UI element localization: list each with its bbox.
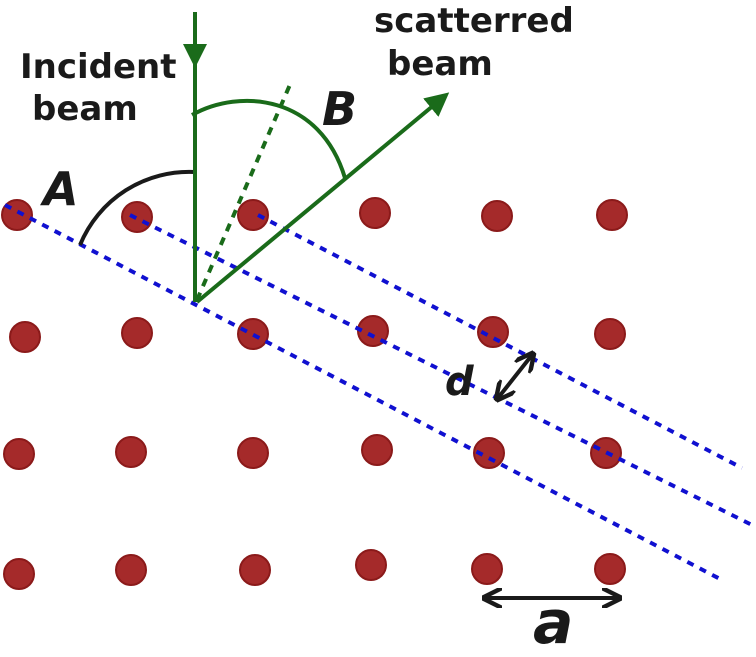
lattice-atom — [239, 554, 271, 586]
angle-b-arc — [191, 98, 347, 179]
lattice-atom — [477, 316, 509, 348]
lattice-atom — [596, 199, 628, 231]
lattice-atom — [237, 437, 269, 469]
spacing-d-arrow — [498, 355, 532, 398]
angle-b-label: B — [322, 82, 357, 136]
lattice-atom — [121, 201, 153, 233]
lattice-atom — [471, 553, 503, 585]
lattice-atom — [361, 434, 393, 466]
lattice-plane-2 — [129, 213, 753, 527]
lattice-atom — [594, 553, 626, 585]
angle-a-arc — [78, 169, 196, 246]
lattice-atom — [357, 315, 389, 347]
lattice-constant-a-label: a — [533, 588, 574, 657]
lattice-atom — [3, 558, 35, 590]
angle-a-label: A — [40, 162, 79, 216]
plane-normal-line — [195, 79, 294, 301]
lattice-plane-1 — [4, 203, 723, 582]
lattice-atoms — [1, 197, 628, 590]
lattice-planes — [4, 203, 753, 582]
incident-beam-label-line2: beam — [32, 89, 138, 129]
spacing-d-label: d — [445, 359, 474, 405]
lattice-atom — [3, 438, 35, 470]
lattice-atom — [121, 317, 153, 349]
lattice-atom — [481, 200, 513, 232]
lattice-atom — [237, 318, 269, 350]
lattice-atom — [473, 437, 505, 469]
lattice-atom — [594, 318, 626, 350]
lattice-atom — [115, 554, 147, 586]
lattice-atom — [359, 197, 391, 229]
lattice-atom — [355, 549, 387, 581]
scattered-beam-label-line2: beam — [387, 44, 493, 84]
scattered-beam-arrow — [195, 92, 450, 304]
lattice-atom — [9, 321, 41, 353]
lattice-atom — [237, 199, 269, 231]
scattered-beam-label-line1: scatterred — [374, 1, 574, 41]
incident-beam-label-line1: Incident — [20, 47, 177, 87]
lattice-atom — [115, 436, 147, 468]
